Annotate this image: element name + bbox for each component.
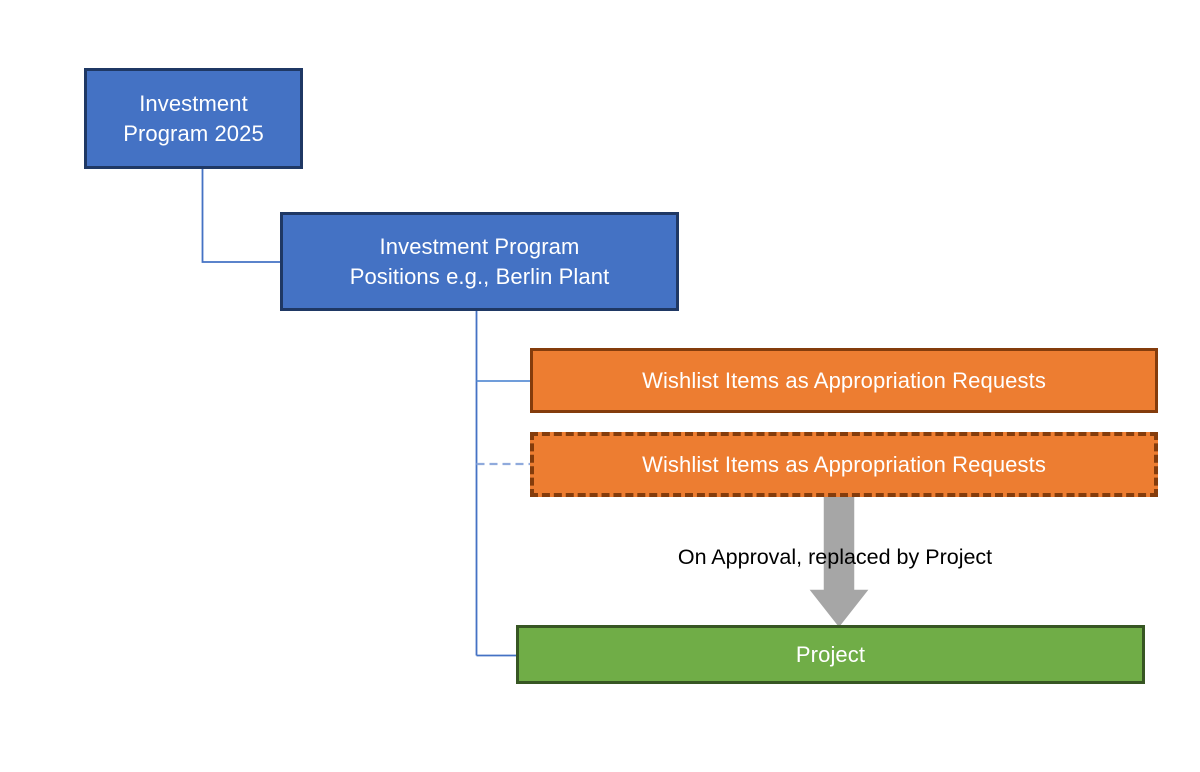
node-wishlist-items-dashed[interactable]: Wishlist Items as Appropriation Requests — [530, 432, 1158, 497]
node-project[interactable]: Project — [516, 625, 1145, 684]
annotation-on-approval: On Approval, replaced by Project — [677, 545, 993, 569]
node-investment-program[interactable]: Investment Program 2025 — [84, 68, 303, 169]
connector-program-to-positions — [201, 169, 280, 263]
node-investment-program-positions[interactable]: Investment Program Positions e.g., Berli… — [280, 212, 679, 311]
node-wishlist-items-solid[interactable]: Wishlist Items as Appropriation Requests — [530, 348, 1158, 413]
down-arrow-icon — [802, 486, 876, 633]
